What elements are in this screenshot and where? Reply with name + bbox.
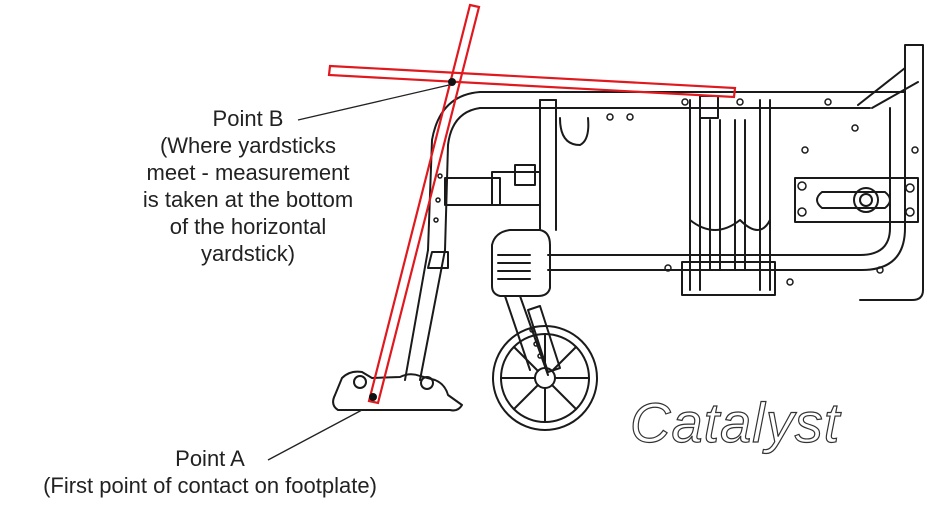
point-a-title: Point A [175,446,245,471]
front-leg [404,249,446,381]
brand-name: Catalyst [629,390,841,454]
bolts [433,98,919,359]
point-a-marker [369,393,377,401]
point-b-desc-line: is taken at the bottom [142,187,354,212]
top-frame-tube [479,91,906,109]
point-b-desc-line: meet - measurement [146,160,350,185]
point-a-desc: (First point of contact on footplate) [43,473,377,498]
footplate [332,370,463,412]
point-a-leader [267,409,363,461]
point-b-title: Point B [212,106,284,131]
point-b-leader [297,84,450,121]
point-a-callout: Point A (First point of contact on footp… [0,445,420,499]
seat-mechanism [689,99,771,291]
front-curved-tube [427,91,481,251]
point-b-callout: Point B (Where yardsticks meet - measure… [118,105,378,267]
point-b-marker [448,78,456,86]
caster-housing [491,229,551,297]
point-b-desc-line: of the horizontal [169,214,327,239]
leader-lines [267,84,450,461]
point-b-desc-line: yardstick) [200,241,296,266]
cross-plate [794,177,919,223]
bottom-frame-tube [547,204,891,256]
horizontal-yardstick [327,64,737,99]
vertical-yardstick [367,3,481,405]
point-b-desc-line: (Where yardsticks [159,133,337,158]
yardsticks [327,3,737,405]
caster-wheel [492,325,598,431]
frame-drawing [332,44,924,431]
rear-upright [859,44,924,301]
